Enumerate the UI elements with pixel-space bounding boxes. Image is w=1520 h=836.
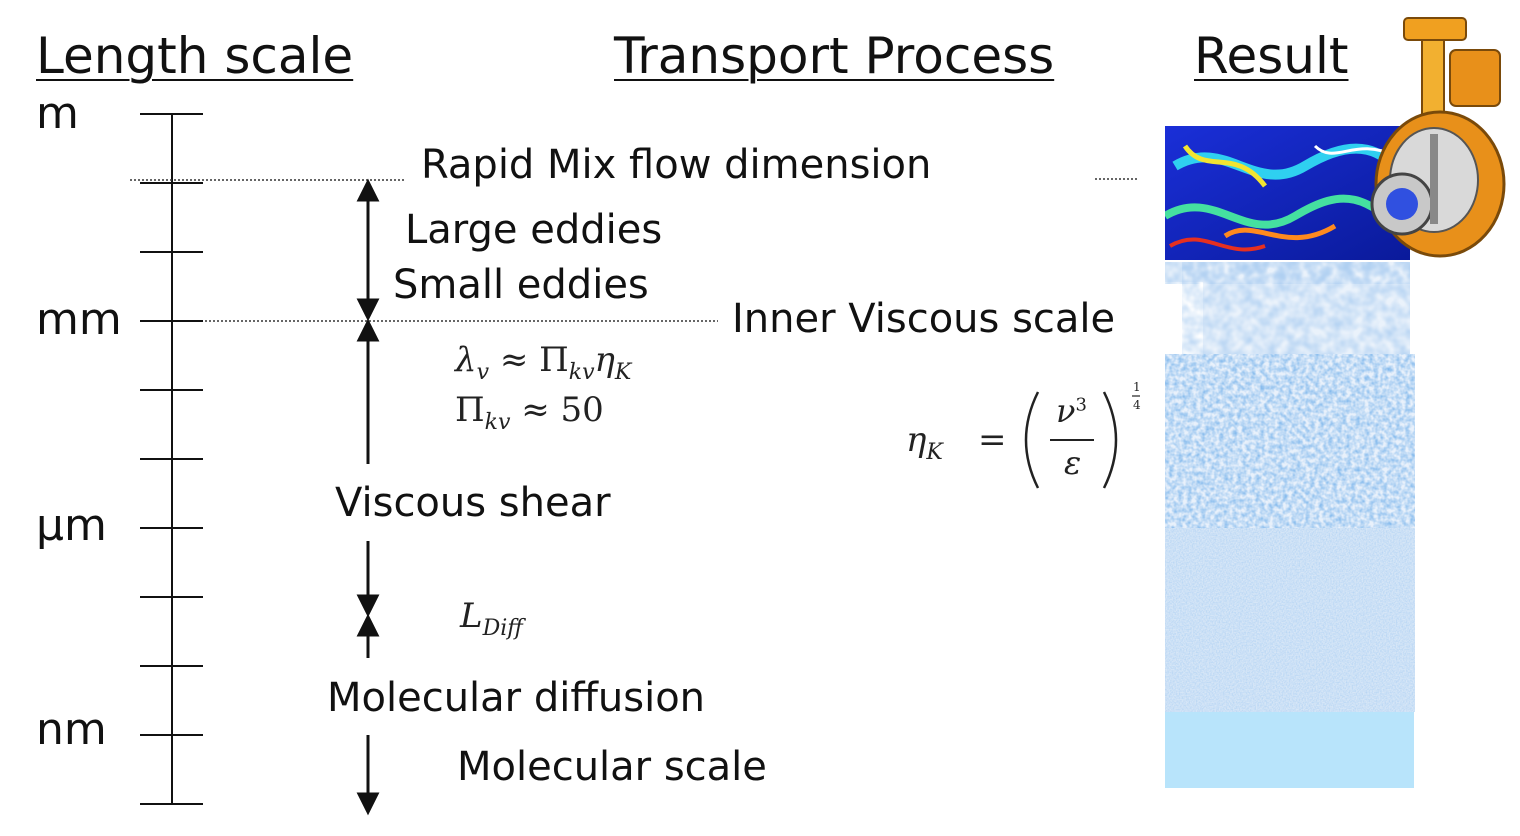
kolmogorov-parens — [1024, 391, 1140, 489]
viscous-shear-label: Viscous shear — [335, 480, 611, 526]
transport-process-header: Transport Process — [614, 27, 1055, 85]
unit-nm: nm — [36, 704, 107, 755]
unit-um: µm — [36, 500, 107, 551]
arrowhead-down — [356, 298, 380, 322]
unit-mm: mm — [36, 294, 122, 345]
kolmogorov-equation: ηK = ν3 ε 1 4 — [906, 380, 1146, 500]
unit-m: m — [36, 88, 79, 139]
result-header: Result — [1194, 27, 1349, 85]
small-eddies-label: Small eddies — [393, 262, 649, 308]
arrowhead-down — [356, 594, 380, 618]
arrowhead-up — [356, 178, 380, 202]
viscous-texture — [1165, 354, 1415, 528]
lambda-equation: λv ≈ ΠkvηK — [455, 340, 632, 385]
length-scale-header: Length scale — [36, 27, 354, 85]
inner-viscous-label: Inner Viscous scale — [732, 296, 1116, 342]
mixer-icon — [1370, 17, 1506, 258]
arrowhead-up — [356, 318, 380, 342]
molecular-scale-label: Molecular scale — [457, 744, 767, 790]
l-diff-equation: LDiff — [460, 596, 523, 641]
rapid-mix-label: Rapid Mix flow dimension — [421, 142, 932, 188]
arrowhead-down — [356, 792, 380, 816]
large-eddies-label: Large eddies — [405, 207, 663, 253]
diffusion-texture — [1165, 528, 1415, 712]
pi-equation: Πkv ≈ 50 — [455, 390, 604, 435]
molecular-texture — [1165, 712, 1414, 788]
rapid-mix-flow-image — [1165, 126, 1410, 260]
molecular-diffusion-label: Molecular diffusion — [327, 675, 706, 721]
arrowhead-up — [356, 613, 380, 637]
scale-ruler — [140, 113, 203, 805]
inner-viscous-texture — [1165, 262, 1410, 354]
